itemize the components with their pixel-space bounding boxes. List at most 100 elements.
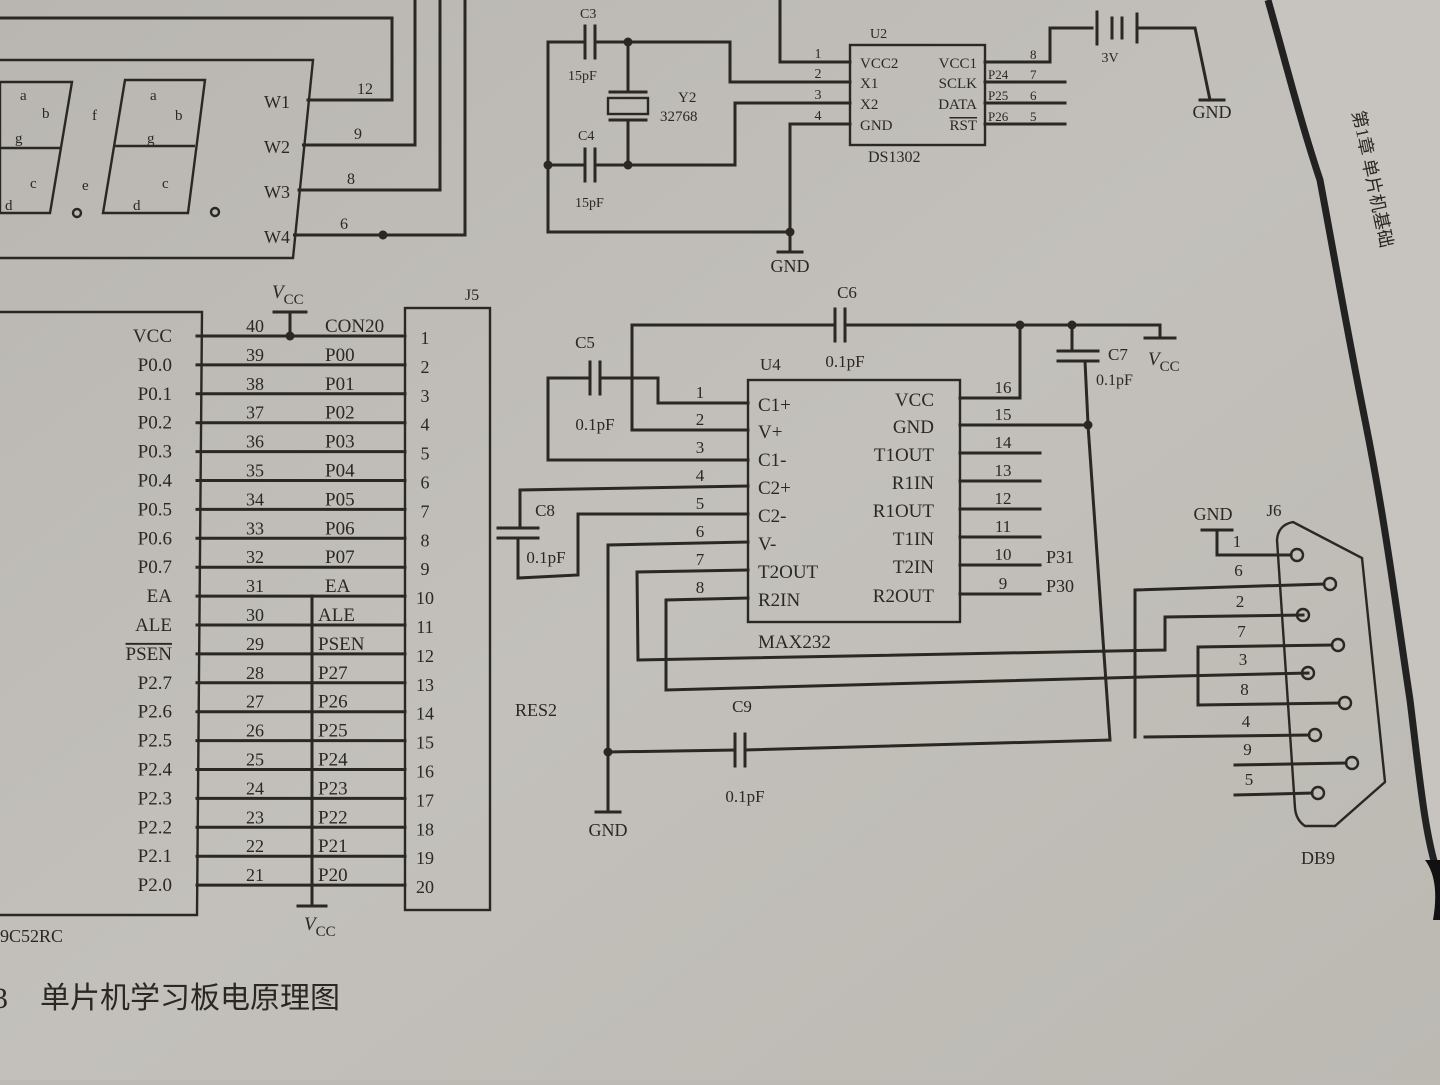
db9-pin-number: 2 [1236,592,1245,611]
j5-pin-number: 3 [421,386,430,406]
j5-pin-number: 19 [416,848,434,868]
display-pin-name: W2 [264,137,290,157]
pin-name: C1+ [758,395,791,416]
max232-chip [746,378,962,624]
pin-number: 6 [696,522,705,541]
pin-number: 11 [995,517,1011,536]
wire [778,0,852,64]
mcu-pin-name: P2.4 [138,760,173,781]
crystal-ref: Y2 [678,90,696,106]
cap-value: 0.1pF [1096,372,1133,389]
junction-dot [285,331,295,341]
display-pin-name: W4 [264,227,290,247]
connector-net-label: ALE [318,605,355,626]
pin-name: VCC [895,390,934,411]
mcu-chip [0,310,204,917]
wire [1048,26,1094,64]
mcu-pin-name: EA [147,586,173,607]
connector-net-label: P02 [325,403,355,424]
j5-connector [403,306,492,912]
wire [546,40,792,234]
pin-name: V- [758,534,776,555]
wire [1196,643,1334,707]
j5-pin-number: 15 [416,733,434,753]
pin-number: 14 [995,433,1013,452]
gnd-label: GND [771,256,810,276]
pin-number: 2 [815,67,822,82]
segment-label: d [5,198,13,214]
pin-name: DATA [938,97,977,113]
mcu-pin-number: 28 [246,663,264,683]
cap-ref: C3 [580,7,596,22]
j5-pin-number: 13 [416,675,434,695]
j5-pin-number: 17 [416,790,434,810]
display-pin-number: 6 [340,216,348,233]
mcu-pin-number: 33 [246,518,264,538]
ds1302-chip [848,43,987,147]
segment-label: f [92,108,97,124]
connector-net-label: CON20 [325,316,384,337]
mcu-pin-number: 23 [246,807,264,827]
battery-voltage: 3V [1101,51,1118,66]
db9-part: DB9 [1301,848,1335,868]
net-label: P24 [988,67,1009,82]
wire [1138,26,1212,102]
j5-pin-number: 4 [421,415,430,435]
junction-dot [785,227,795,237]
cap-ref: C6 [837,283,857,302]
db9-pin-number: 8 [1240,680,1249,699]
mcu-pin-name: P0.1 [138,384,172,405]
pin-number: 2 [696,410,705,429]
digit-1-outline [0,80,74,215]
mcu-pin-name: P0.4 [138,471,173,492]
wire [518,484,750,529]
db9-pin-number: 6 [1234,561,1243,580]
j5-pin-number: 20 [416,877,434,897]
mcu-pin-name: P0.5 [138,499,172,520]
pin-number: 7 [1030,67,1037,82]
pin-number: 12 [995,489,1012,508]
j5-pin-number: 10 [416,588,434,608]
j5-pin-number: 18 [416,819,434,839]
net-label: P25 [988,88,1008,103]
net-label: P30 [1046,576,1074,596]
j5-pin-number: 9 [421,559,430,579]
wire [635,568,1305,662]
wire [306,16,394,102]
cap-ref: C4 [578,129,594,144]
connector-net-label: P01 [325,374,355,395]
mcu-pin-number: 36 [246,432,264,452]
j5-pin-number: 5 [421,444,430,464]
gnd-label: GND [1193,102,1232,122]
pin-name: GND [860,118,893,134]
junction-dot [378,230,388,240]
wire [293,0,467,237]
wire [297,0,442,192]
j5-pin-number: 16 [416,762,434,782]
mcu-pin-name: P0.7 [138,557,172,578]
mcu-pin-name: P2.0 [138,875,172,896]
net-label: P31 [1046,547,1074,567]
pin-number: 3 [696,438,705,457]
mcu-pin-name: P2.5 [138,731,172,752]
wire [743,738,1112,752]
wire [1083,359,1090,426]
segment-label: d [133,198,141,214]
db9-ref: J6 [1266,501,1281,520]
mcu-pin-name: P0.6 [138,528,172,549]
wire [593,101,852,167]
mcu-pin-number: 22 [246,836,264,856]
cap-ref: C7 [1108,345,1128,364]
crystal-value: 32768 [660,109,698,125]
pin-name: T1IN [893,529,934,550]
cap-value: 15pF [575,196,604,211]
pin-number: 1 [696,383,705,402]
cap-value: 0.1pF [825,352,864,371]
pin-number: 15 [995,405,1012,424]
mcu-pin-number: 25 [246,750,264,770]
mcu-pin-number: 21 [246,865,264,885]
mcu-pin-name: PSEN [126,644,173,665]
mcu-pin-name: P0.2 [138,413,172,434]
display-pin-number: 12 [357,81,373,98]
